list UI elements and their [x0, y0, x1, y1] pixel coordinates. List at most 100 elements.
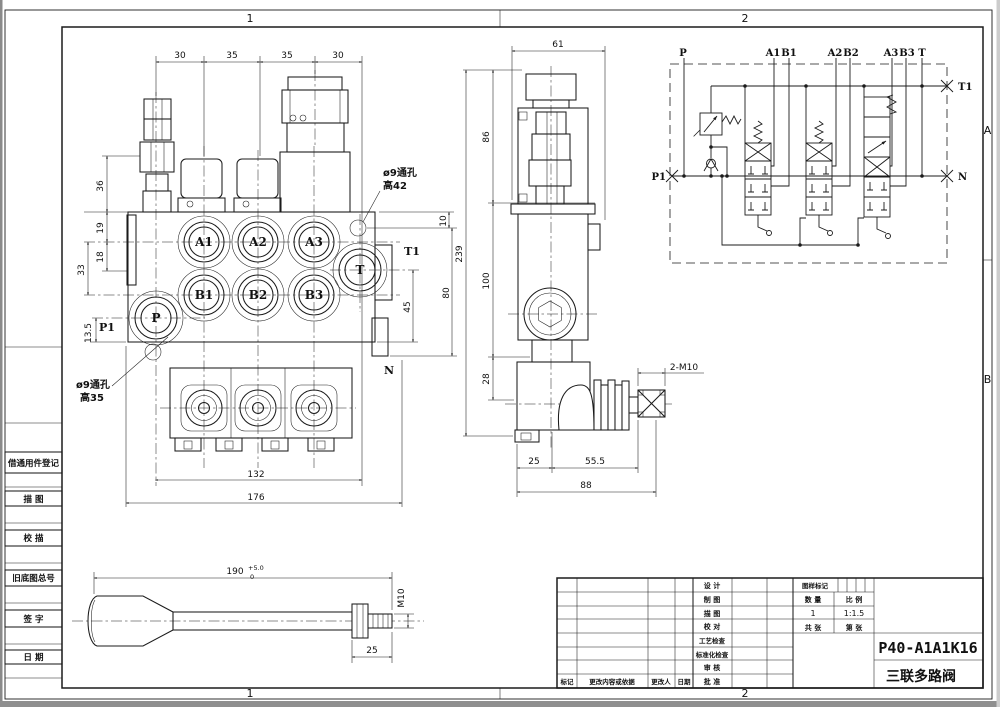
dim-right-80: 80	[442, 287, 452, 299]
tb-row-standard-check: 标准化检查	[695, 650, 729, 659]
dim-left-19: 19	[96, 222, 106, 234]
port-a1	[177, 215, 231, 269]
tb-qty-value: 1	[810, 609, 815, 618]
lever-icon	[818, 215, 829, 232]
tb-revision-content: 更改内容或依据	[589, 677, 635, 686]
port-label-p: P	[151, 311, 160, 325]
tb-row-review: 审 核	[704, 663, 720, 672]
schematic-label-b2: B2	[843, 48, 858, 59]
port-label-a1: A1	[194, 235, 213, 249]
title-block: 设 计 制 图 描 图 校 对 工艺检查 标准化检查 审 核 批 准 标记 更改…	[556, 577, 984, 689]
paper-edge-left	[0, 0, 3, 707]
tb-revision-mark: 标记	[560, 677, 575, 686]
schematic-section-1	[744, 120, 772, 236]
lever-icon	[876, 217, 887, 234]
side-view-dimensions: 61 86 100 28 239 25 55.5 88	[455, 40, 704, 497]
zone-label-top-2: 2	[742, 12, 749, 25]
dim-top-30a: 30	[174, 51, 186, 61]
paper-edge-right	[996, 0, 1000, 707]
schematic-section-2	[805, 120, 833, 236]
lever-icon	[757, 215, 768, 232]
handle-body	[87, 595, 393, 647]
dim-right-45: 45	[403, 301, 413, 312]
dim-left-36: 36	[96, 180, 106, 192]
port-label-b2: B2	[249, 288, 268, 302]
tb-sheet-no: 第 张	[846, 623, 863, 632]
hole-note-bottom: ø9通孔 高35	[76, 336, 169, 404]
spring-icon	[752, 120, 764, 144]
dim-side-25: 25	[528, 457, 539, 467]
zone-label-right-b: B	[984, 373, 992, 386]
spring-icon	[885, 94, 898, 115]
dim-handle-m10: M10	[397, 588, 407, 607]
hole-note-bottom-text2: 高35	[80, 391, 104, 404]
dim-handle-tol-lower: 0	[250, 573, 254, 581]
dim-top-30b: 30	[332, 51, 344, 61]
tb-revision-person: 更改人	[651, 677, 671, 686]
dim-side-88: 88	[580, 481, 592, 491]
sheet-border: 1 2 1 2 A B	[4, 9, 993, 700]
margin-label-signature: 签 字	[23, 614, 44, 625]
tb-row-check: 校 对	[704, 622, 720, 631]
margin-label-tracing: 描 图	[24, 494, 44, 505]
dim-bottom-132: 132	[247, 470, 264, 480]
schematic-label-p1: P1	[652, 172, 666, 183]
margin-label-date: 日 期	[24, 652, 44, 663]
dim-left-13-5: 13.5	[84, 323, 94, 343]
margin-label-common-parts: 借通用件登记	[7, 458, 60, 469]
zone-label-top-1: 1	[247, 12, 254, 25]
schematic-lines	[665, 58, 954, 246]
tb-row-process-check: 工艺检查	[699, 636, 726, 645]
tb-row-trace: 描 图	[704, 609, 720, 618]
schematic-label-a1: A1	[765, 48, 781, 59]
port-cap-2	[233, 158, 282, 213]
hole-note-top-text1: ø9通孔	[383, 166, 417, 179]
dim-side-61: 61	[552, 40, 563, 50]
port-b1	[177, 268, 231, 322]
tb-row-draft: 制 图	[704, 595, 720, 604]
schematic-label-b1: B1	[781, 48, 796, 59]
dim-handle-25: 25	[366, 646, 377, 656]
handle-dimensions: 190 +5.0 0 M10 25	[93, 564, 414, 663]
tb-model-number: P40-A1A1K16	[878, 639, 977, 657]
left-margin-column: 借通用件登记 描 图 校 描 旧底图总号 签 字 日 期	[4, 346, 63, 679]
dim-top-35a: 35	[226, 51, 237, 61]
margin-label-old-drawing-no: 旧底图总号	[12, 573, 55, 584]
spring-icon	[813, 120, 825, 144]
tb-row-design: 设 计	[704, 581, 720, 590]
schematic-label-t1: T1	[958, 82, 972, 93]
dim-side-239: 239	[455, 245, 465, 262]
port-a2	[231, 215, 285, 269]
schematic-label-a2: A2	[827, 48, 843, 59]
dim-bottom-176: 176	[247, 493, 264, 503]
dim-side-100: 100	[482, 272, 492, 289]
dim-handle-190: 190	[226, 567, 243, 577]
tb-row-approve: 批 准	[704, 677, 720, 686]
port-label-b1: B1	[195, 288, 214, 302]
schematic-section-3	[863, 94, 898, 239]
port-label-a3: A3	[304, 235, 323, 249]
port-label-t: T	[356, 263, 365, 277]
schematic-check-valve	[703, 158, 719, 176]
tb-product-name: 三联多路阀	[886, 668, 956, 685]
hole-note-bottom-text1: ø9通孔	[76, 378, 110, 391]
paper-edge-bottom	[0, 701, 1000, 707]
port-label-t1: T1	[404, 245, 420, 258]
schematic-label-a3: A3	[883, 48, 899, 59]
port-label-b3: B3	[305, 288, 324, 302]
thread-note-2-m10: 2-M10	[670, 363, 698, 373]
port-b2	[231, 268, 285, 322]
schematic-label-b3: B3	[899, 48, 914, 59]
schematic-relief-valve	[692, 86, 742, 176]
dim-right-10: 10	[439, 215, 449, 227]
bottom-view	[169, 367, 353, 452]
schematic-label-p: P	[679, 48, 687, 59]
tb-total-sheets: 共 张	[805, 623, 822, 632]
plug-icon-p1	[665, 169, 679, 183]
valve-body	[126, 211, 393, 361]
port-a3	[287, 215, 341, 269]
tb-qty-label: 数 量	[805, 595, 821, 604]
tb-scale-label: 比 例	[846, 595, 862, 604]
dim-top-35b: 35	[281, 51, 292, 61]
